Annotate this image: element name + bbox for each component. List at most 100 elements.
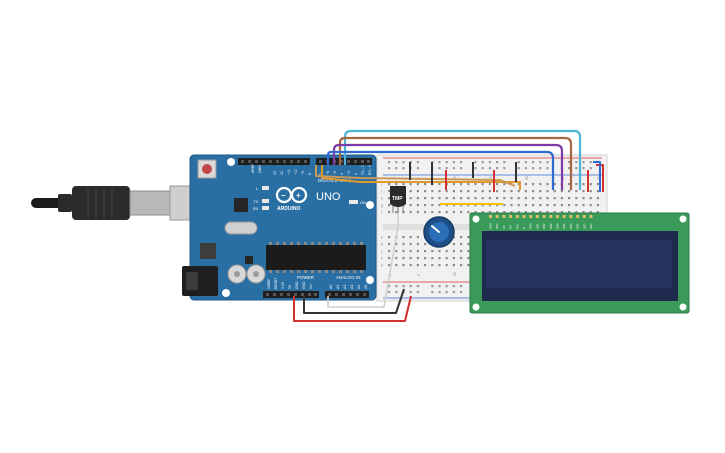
rail-hole[interactable] (445, 291, 448, 294)
terminal-hole[interactable] (575, 197, 578, 200)
terminal-hole[interactable] (589, 190, 592, 193)
terminal-hole[interactable] (416, 250, 419, 253)
terminal-hole[interactable] (532, 183, 535, 186)
lcd-pin[interactable] (522, 215, 526, 218)
terminal-hole[interactable] (553, 211, 556, 214)
rail-hole[interactable] (438, 167, 441, 170)
terminal-hole[interactable] (568, 211, 571, 214)
terminal-hole[interactable] (589, 211, 592, 214)
terminal-hole[interactable] (452, 264, 455, 267)
terminal-hole[interactable] (460, 197, 463, 200)
terminal-hole[interactable] (582, 183, 585, 186)
wire-blue-right[interactable] (593, 161, 601, 192)
lcd-pin[interactable] (502, 215, 506, 218)
terminal-hole[interactable] (517, 204, 520, 207)
terminal-hole[interactable] (467, 236, 470, 239)
rail-hole[interactable] (539, 161, 542, 164)
terminal-hole[interactable] (395, 183, 398, 186)
rail-hole[interactable] (416, 161, 419, 164)
terminal-hole[interactable] (568, 183, 571, 186)
rail-hole[interactable] (488, 161, 491, 164)
terminal-hole[interactable] (438, 183, 441, 186)
terminal-hole[interactable] (575, 183, 578, 186)
temperature-sensor[interactable]: TMP (390, 186, 406, 213)
rail-hole[interactable] (517, 167, 520, 170)
wire-blue[interactable] (326, 150, 555, 190)
terminal-hole[interactable] (510, 211, 513, 214)
terminal-hole[interactable] (409, 250, 412, 253)
terminal-hole[interactable] (452, 190, 455, 193)
terminal-hole[interactable] (424, 250, 427, 253)
terminal-hole[interactable] (438, 204, 441, 207)
terminal-hole[interactable] (388, 190, 391, 193)
terminal-hole[interactable] (474, 204, 477, 207)
terminal-hole[interactable] (488, 197, 491, 200)
terminal-hole[interactable] (452, 257, 455, 260)
terminal-hole[interactable] (424, 211, 427, 214)
terminal-hole[interactable] (532, 197, 535, 200)
reset-button-cap[interactable] (202, 164, 212, 174)
terminal-hole[interactable] (553, 204, 556, 207)
terminal-hole[interactable] (532, 204, 535, 207)
terminal-hole[interactable] (388, 257, 391, 260)
terminal-hole[interactable] (431, 264, 434, 267)
terminal-hole[interactable] (395, 243, 398, 246)
terminal-hole[interactable] (431, 250, 434, 253)
terminal-hole[interactable] (445, 190, 448, 193)
terminal-hole[interactable] (568, 197, 571, 200)
terminal-hole[interactable] (496, 197, 499, 200)
rail-hole[interactable] (503, 161, 506, 164)
terminal-hole[interactable] (445, 211, 448, 214)
terminal-hole[interactable] (460, 190, 463, 193)
terminal-hole[interactable] (474, 183, 477, 186)
terminal-hole[interactable] (409, 197, 412, 200)
rail-hole[interactable] (517, 161, 520, 164)
lcd-pin-header[interactable] (489, 215, 593, 218)
terminal-hole[interactable] (395, 264, 398, 267)
terminal-hole[interactable] (496, 204, 499, 207)
rail-hole[interactable] (431, 285, 434, 288)
terminal-hole[interactable] (388, 197, 391, 200)
terminal-hole[interactable] (582, 197, 585, 200)
lcd-pin[interactable] (556, 215, 559, 218)
terminal-hole[interactable] (582, 190, 585, 193)
terminal-hole[interactable] (503, 197, 506, 200)
terminal-hole[interactable] (496, 190, 499, 193)
rail-hole[interactable] (582, 167, 585, 170)
wire-cyan[interactable] (343, 129, 582, 190)
rail-hole[interactable] (416, 285, 419, 288)
terminal-hole[interactable] (402, 236, 405, 239)
terminal-hole[interactable] (438, 211, 441, 214)
lcd-pin[interactable] (509, 215, 513, 218)
rail-hole[interactable] (388, 285, 391, 288)
terminal-hole[interactable] (589, 204, 592, 207)
lcd-pin[interactable] (529, 215, 533, 218)
rail-hole[interactable] (416, 291, 419, 294)
terminal-hole[interactable] (402, 257, 405, 260)
rail-hole[interactable] (589, 167, 592, 170)
terminal-hole[interactable] (546, 183, 549, 186)
terminal-hole[interactable] (416, 211, 419, 214)
terminal-hole[interactable] (496, 211, 499, 214)
terminal-hole[interactable] (524, 211, 527, 214)
lcd-pin[interactable] (549, 215, 553, 218)
terminal-hole[interactable] (416, 264, 419, 267)
terminal-hole[interactable] (553, 183, 556, 186)
rail-hole[interactable] (589, 161, 592, 164)
rail-hole[interactable] (539, 167, 542, 170)
rail-hole[interactable] (438, 161, 441, 164)
rail-hole[interactable] (416, 167, 419, 170)
terminal-hole[interactable] (452, 211, 455, 214)
rail-hole[interactable] (568, 167, 571, 170)
terminal-hole[interactable] (481, 197, 484, 200)
terminal-hole[interactable] (402, 183, 405, 186)
terminal-hole[interactable] (409, 204, 412, 207)
rail-hole[interactable] (388, 167, 391, 170)
terminal-hole[interactable] (467, 204, 470, 207)
terminal-hole[interactable] (424, 183, 427, 186)
terminal-hole[interactable] (503, 204, 506, 207)
terminal-hole[interactable] (402, 250, 405, 253)
rail-hole[interactable] (532, 161, 535, 164)
